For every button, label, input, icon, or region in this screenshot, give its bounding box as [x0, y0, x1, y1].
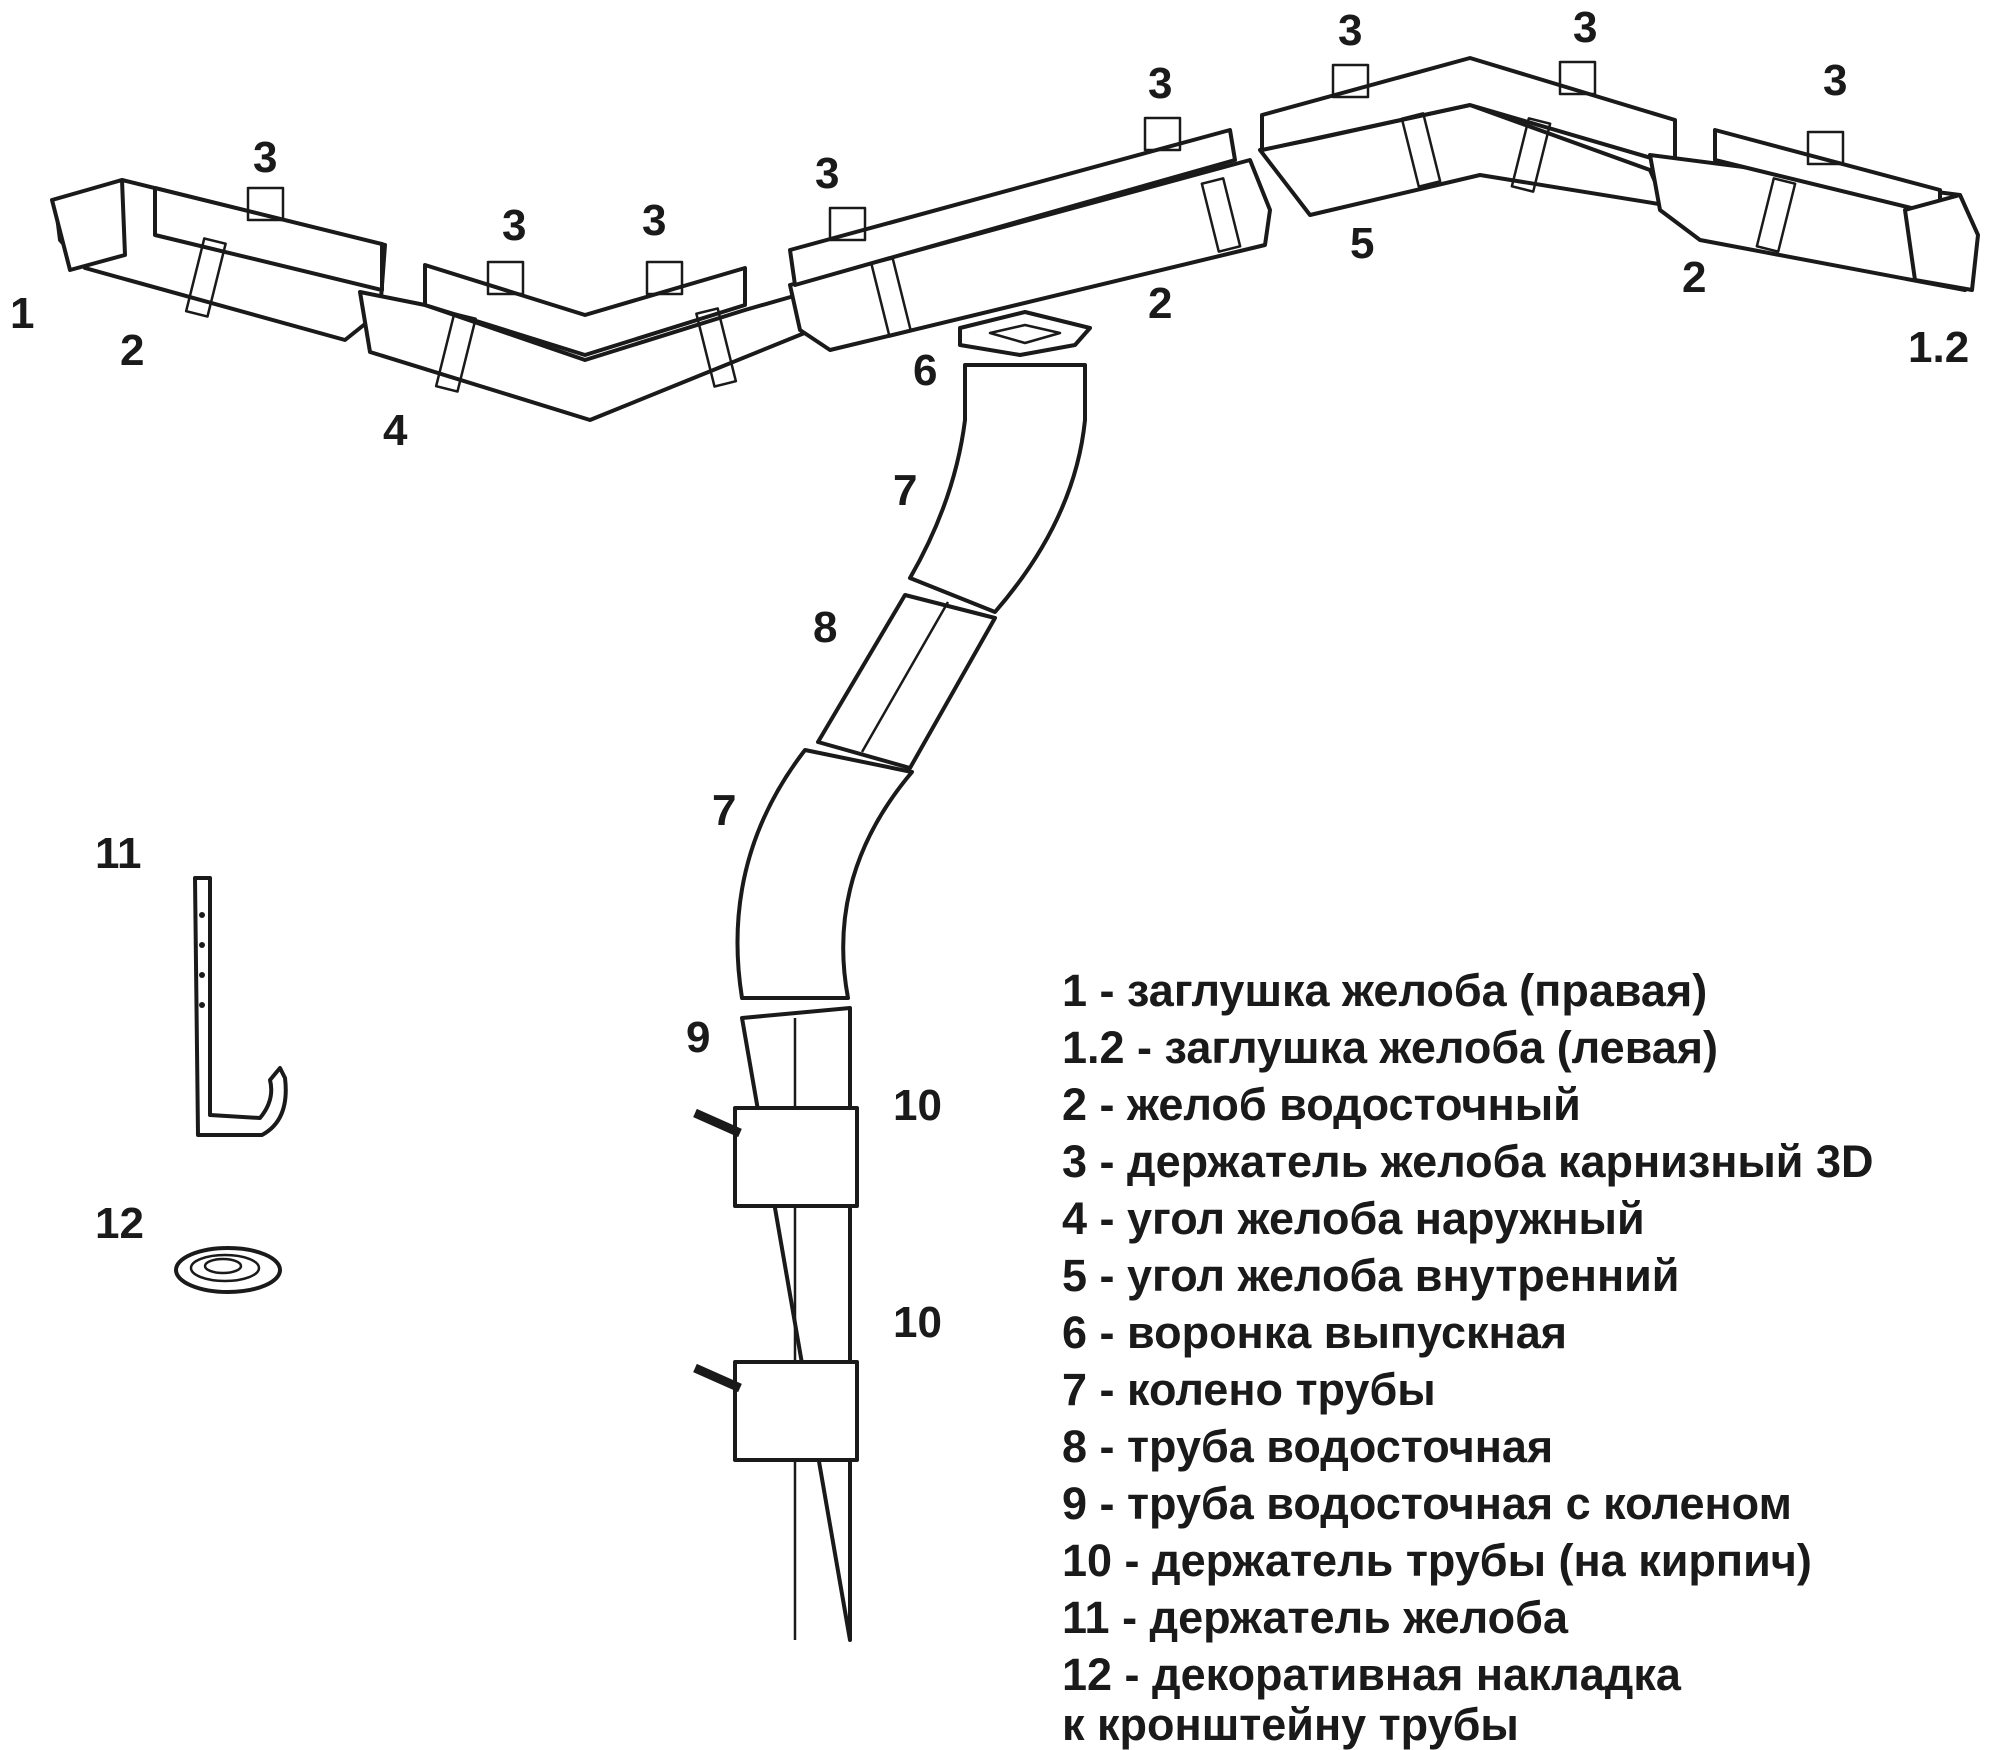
legend-item-1-2: 1.2 - заглушка желоба (левая): [1062, 1022, 1719, 1073]
legend-item-12: 12 - декоративная накладка к кронштейну …: [1062, 1649, 1681, 1750]
legend-item-11: 11 - держатель желоба: [1062, 1592, 1568, 1643]
pipe-elbow-upper: [908, 363, 1087, 614]
pipe-bracket: [733, 1360, 859, 1462]
callout-3: 3: [253, 133, 277, 182]
bracket-nail: [693, 1108, 742, 1138]
parts-legend: 1 - заглушка желоба (правая) 1.2 - заглу…: [1062, 962, 1992, 1750]
gutter-holder: [828, 206, 867, 242]
pipe-elbow-lower: [735, 748, 914, 1000]
legend-item-9: 9 - труба водосточная с коленом: [1062, 1478, 1792, 1529]
legend-item-7: 7 - колено трубы: [1062, 1364, 1436, 1415]
gutter-holder: [645, 260, 684, 296]
callout-10: 10: [893, 1081, 942, 1130]
callout-2: 2: [1148, 279, 1172, 328]
callout-10: 10: [893, 1298, 942, 1347]
outlet-funnel: [958, 310, 1092, 357]
pipe-straight: [816, 593, 997, 770]
callout-7: 7: [893, 466, 917, 515]
gutter-connector: [870, 257, 913, 338]
gutter-backplate-corner-outer: [423, 263, 747, 357]
gutter-holder: [246, 186, 285, 222]
decorative-cover: [174, 1246, 282, 1294]
gutter-connector: [434, 312, 477, 393]
outlet-funnel-opening: [988, 323, 1062, 345]
callout-1: 1: [10, 289, 34, 338]
gutter-run: [50, 56, 1980, 422]
gutter-hook-holder: [193, 876, 288, 1137]
callout-4: 4: [383, 406, 408, 455]
pipe-bracket: [733, 1106, 859, 1208]
callout-3: 3: [1573, 3, 1597, 52]
callout-labels: 1 1.2 2 2 2 3 3 3 3 3 3 3 3 4 5 6 7 7 8 …: [10, 3, 1969, 1347]
legend-item-5: 5 - угол желоба внутренний: [1062, 1250, 1680, 1301]
gutter-connector: [1755, 177, 1797, 253]
gutter-connector: [1510, 117, 1552, 193]
callout-8: 8: [813, 603, 837, 652]
callout-3: 3: [815, 149, 839, 198]
callout-7: 7: [712, 786, 736, 835]
callout-3: 3: [1823, 56, 1847, 105]
gutter-holder: [1558, 60, 1597, 96]
callout-3: 3: [1338, 6, 1362, 55]
callout-2: 2: [1682, 253, 1706, 302]
callout-5: 5: [1350, 219, 1374, 268]
callout-11: 11: [95, 829, 142, 878]
gutter-connector: [184, 237, 227, 318]
gutter-holder: [1806, 130, 1845, 166]
gutter-section-middle: [788, 158, 1272, 352]
callout-12: 12: [95, 1199, 144, 1248]
legend-item-8: 8 - труба водосточная: [1062, 1421, 1554, 1472]
callout-1-2: 1.2: [1908, 323, 1969, 372]
bracket-nail: [693, 1363, 742, 1393]
end-cap-left: [1903, 193, 1980, 292]
legend-item-6: 6 - воронка выпускная: [1062, 1307, 1567, 1358]
gutter-holder: [1143, 116, 1182, 152]
callout-3: 3: [502, 201, 526, 250]
legend-item-2: 2 - желоб водосточный: [1062, 1079, 1581, 1130]
gutter-backplate-left: [153, 186, 384, 292]
legend-item-10: 10 - держатель трубы (на кирпич): [1062, 1535, 1812, 1586]
gutter-connector: [1200, 177, 1242, 253]
gutter-holder: [486, 260, 525, 296]
gutter-connector: [695, 307, 738, 388]
gutter-holder: [1331, 63, 1370, 99]
callout-3: 3: [642, 196, 666, 245]
legend-item-3: 3 - держатель желоба карнизный 3D: [1062, 1136, 1874, 1187]
gutter-connector: [1400, 112, 1442, 188]
callout-6: 6: [913, 346, 937, 395]
end-cap-right: [50, 178, 127, 272]
callout-3: 3: [1148, 59, 1172, 108]
gutter-backplate-middle: [788, 128, 1237, 287]
legend-item-4: 4 - угол желоба наружный: [1062, 1193, 1645, 1244]
callout-9: 9: [686, 1013, 710, 1062]
legend-item-1: 1 - заглушка желоба (правая): [1062, 965, 1708, 1016]
downpipe-assembly: [693, 310, 1092, 1642]
callout-2: 2: [120, 326, 144, 375]
